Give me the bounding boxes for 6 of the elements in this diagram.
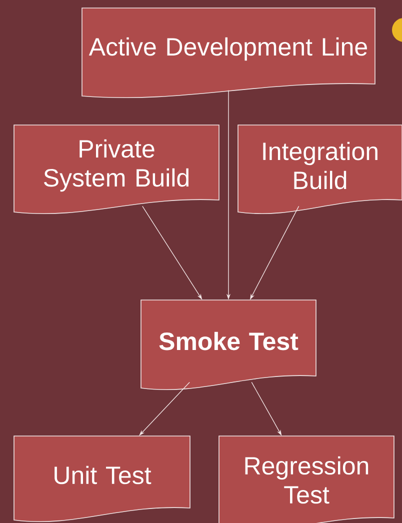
document-box: Active Development Line <box>82 8 376 98</box>
document-box: Smoke Test <box>140 300 316 390</box>
document-box: Unit Test <box>14 436 190 522</box>
document-box: Integration Build <box>238 124 402 214</box>
document-box: Private System Build <box>14 124 220 214</box>
document-box: Regression Test <box>218 436 394 523</box>
